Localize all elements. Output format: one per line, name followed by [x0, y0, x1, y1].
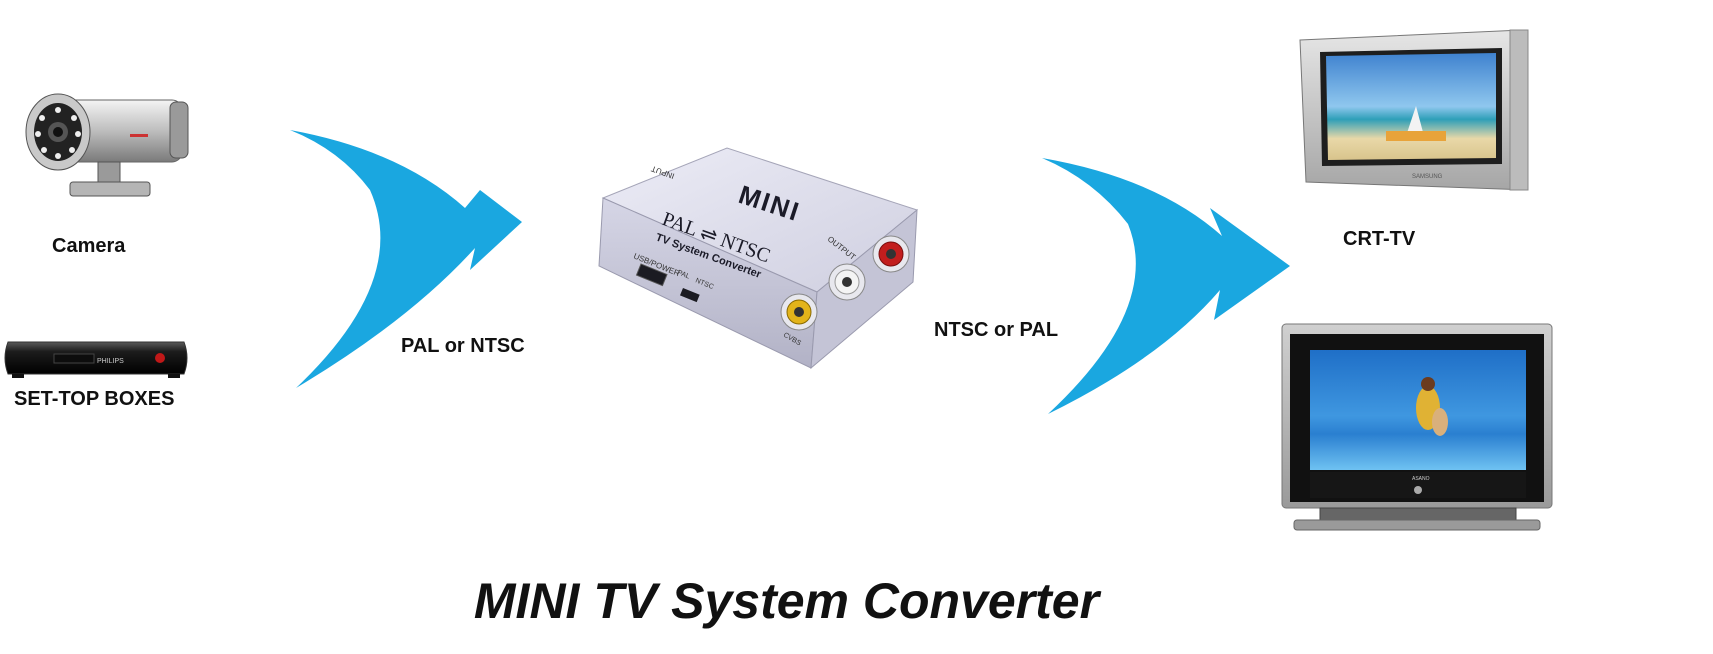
lcd-tv-icon: ASANO — [1281, 323, 1553, 531]
svg-text:SAMSUNG: SAMSUNG — [1412, 174, 1443, 180]
camera-label: Camera — [52, 235, 126, 257]
crt-tv-icon: SAMSUNG — [1299, 29, 1529, 191]
set-top-box-icon: PHILIPS — [4, 341, 188, 378]
output-signal-label: NTSC or PAL — [934, 319, 1059, 341]
camera-icon — [25, 93, 189, 197]
svg-text:ASANO: ASANO — [1412, 476, 1430, 482]
output-arrow-icon — [1042, 158, 1290, 414]
svg-text:PAL: PAL — [676, 269, 691, 280]
svg-text:PHILIPS: PHILIPS — [97, 358, 124, 365]
input-signal-label: PAL or NTSC — [401, 335, 525, 357]
converter-device: MINI PAL ⇌ NTSC TV System Converter INPU… — [598, 147, 919, 370]
page-title: MINI TV System Converter — [473, 573, 1100, 629]
input-arrow-icon — [290, 130, 522, 388]
set-top-box-label: SET-TOP BOXES — [14, 388, 175, 410]
crt-tv-label: CRT-TV — [1343, 228, 1416, 250]
